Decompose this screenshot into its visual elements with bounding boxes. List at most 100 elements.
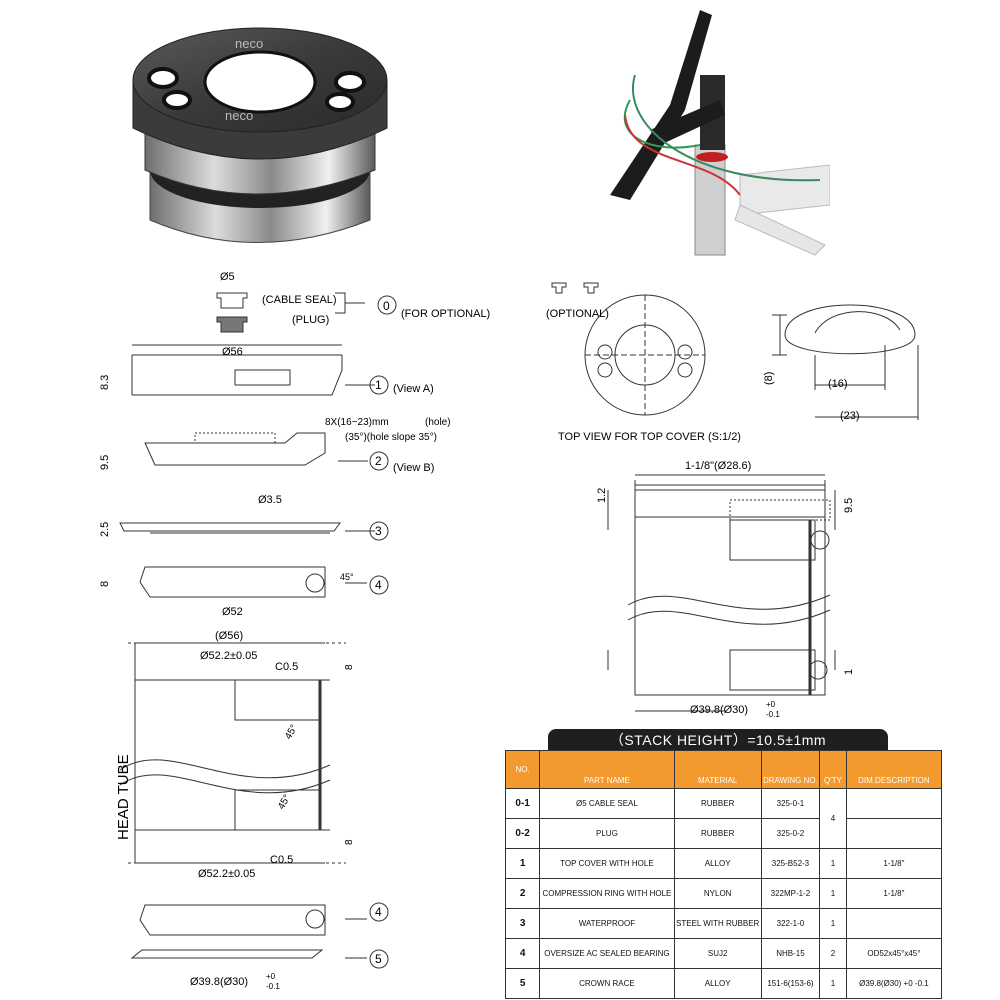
dim-phi52-2-bottom: Ø52.2±0.05 [198, 868, 255, 880]
row-dim: OD52x45°x45° [845, 938, 943, 969]
row-qty: 4 [819, 788, 847, 849]
row-no: 1 [504, 848, 541, 879]
for-optional-label: (FOR OPTIONAL) [401, 308, 490, 320]
row-material: RUBBER [673, 818, 762, 849]
row-part: TOP COVER WITH HOLE [539, 848, 675, 879]
row-part: CROWN RACE [539, 968, 675, 999]
dim-phi52-2-top: Ø52.2±0.05 [200, 650, 257, 662]
dim-phi3-5: Ø3.5 [258, 494, 282, 506]
dim-8-3: 8.3 [99, 375, 111, 390]
angle-45: 45° [340, 572, 354, 582]
table-row: 3 WATERPROOF STEEL WITH RUBBER 322-1-0 1 [504, 908, 943, 939]
dim-phi52: Ø52 [222, 606, 243, 618]
table-row: 0-1 Ø5 CABLE SEAL RUBBER 325-0-1 4 [504, 788, 943, 849]
view-a-label: (View A) [393, 383, 434, 395]
tol-8-top: 8 [344, 664, 355, 670]
tol-minus-0-1: -0.1 [266, 982, 280, 991]
header-drawing-no: DRAWING NO. [760, 750, 821, 789]
row-dim [845, 818, 943, 849]
dim-phi39-8-right: Ø39.8(Ø30) [690, 704, 748, 716]
row-part: PLUG [539, 818, 675, 849]
dim-1-2: 1.2 [596, 488, 608, 503]
table-row: 2 COMPRESSION RING WITH HOLE NYLON 322MP… [504, 878, 943, 909]
row-drawing: 325-0-2 [760, 818, 821, 849]
logo-text: neco [235, 36, 263, 51]
top-view-drawing: (OPTIONAL) TOP VIEW FOR TOP COVER (S:1/2… [546, 282, 919, 443]
table-row: 4 OVERSIZE AC SEALED BEARING SUJ2 NHB-15… [504, 938, 943, 969]
row-qty: 1 [819, 968, 847, 999]
dim-1-1-8: 1-1/8"(Ø28.6) [685, 460, 751, 472]
dim-phi5: Ø5 [220, 271, 235, 283]
row-qty: 1 [819, 848, 847, 879]
dim-16-paren: (16) [828, 378, 848, 390]
top-view-caption: TOP VIEW FOR TOP COVER (S:1/2) [558, 431, 741, 443]
row-dim: 1-1/8" [845, 878, 943, 909]
part-three: 3 [375, 524, 382, 538]
chamfer-bottom: C0.5 [270, 854, 293, 866]
header-material: MATERIAL [673, 750, 762, 789]
row-material: STEEL WITH RUBBER [673, 908, 762, 939]
row-drawing: 325-0-1 [760, 788, 821, 819]
row-drawing: 322MP-1-2 [760, 878, 821, 909]
dim-phi56: Ø56 [222, 346, 243, 358]
hole-label: (hole) [425, 417, 451, 428]
row-drawing: 322-1-0 [760, 908, 821, 939]
table-header-row: NO. PART NAME MATERIAL DRAWING NO. Q'TY … [504, 750, 943, 789]
row-no: 4 [504, 938, 541, 969]
row-drawing: NHB-15 [760, 938, 821, 969]
row-dim [845, 788, 943, 819]
row-part: WATERPROOF [539, 908, 675, 939]
cockpit-photo [610, 10, 830, 256]
chamfer-top: C0.5 [275, 661, 298, 673]
header-qty: Q'TY [819, 750, 847, 789]
row-material: NYLON [673, 878, 762, 909]
table-row: 1 TOP COVER WITH HOLE ALLOY 325-B52-3 1 … [504, 848, 943, 879]
part-zero: 0 [383, 299, 390, 313]
dim-23-paren: (23) [840, 410, 860, 422]
row-dim [845, 908, 943, 939]
row-qty: 1 [819, 908, 847, 939]
part-four: 4 [375, 578, 382, 592]
section-drawing: 1-1/8"(Ø28.6) 1.2 9.5 1 Ø39.8(Ø30) +0 -0… [596, 460, 855, 719]
row-no: 2 [504, 878, 541, 909]
tol-8-bottom: 8 [344, 839, 355, 845]
row-part: COMPRESSION RING WITH HOLE [539, 878, 675, 909]
row-part: Ø5 CABLE SEAL [539, 788, 675, 819]
spec-table: NO. PART NAME MATERIAL DRAWING NO. Q'TY … [504, 750, 943, 999]
row-dim: 1-1/8" [845, 848, 943, 879]
row-no: 0-1 [504, 788, 541, 819]
dim-9-5: 9.5 [99, 455, 111, 470]
stack-height-banner: （STACK HEIGHT）=10.5±1mm [548, 729, 888, 751]
part-two: 2 [375, 454, 382, 468]
part-one: 1 [375, 378, 382, 392]
row-material: RUBBER [673, 788, 762, 819]
tol-minus-0-1-right: -0.1 [766, 710, 780, 719]
dim-phi56-paren: (Ø56) [215, 630, 243, 642]
angle-45-top: 45° [283, 723, 300, 742]
part-four-lower: 4 [375, 905, 382, 919]
logo-text-2: neco [225, 108, 253, 123]
row-qty: 2 [819, 938, 847, 969]
head-tube-label: HEAD TUBE [115, 754, 132, 840]
row-no: 0-2 [504, 818, 541, 849]
tol-plus-0-right: +0 [766, 700, 776, 709]
headset-photo: neco neco [132, 27, 388, 243]
header-part-name: PART NAME [539, 750, 675, 789]
dim-1-right: 1 [843, 669, 855, 675]
slope-spec: (35°)(hole slope 35°) [345, 432, 437, 443]
exploded-drawing: Ø5 (CABLE SEAL) (PLUG) 0 (FOR OPTIONAL) … [99, 271, 490, 991]
dim-8-paren: (8) [763, 372, 775, 385]
table-row: 5 CROWN RACE ALLOY 151-6(153-6) 1 Ø39.8(… [504, 968, 943, 999]
dim-9-5-right: 9.5 [843, 498, 855, 513]
plug-label: (PLUG) [292, 314, 329, 326]
angle-45-bottom: 45° [276, 793, 293, 812]
dim-2-5: 2.5 [99, 522, 111, 537]
row-no: 3 [504, 908, 541, 939]
cable-seal-label: (CABLE SEAL) [262, 294, 337, 306]
hole-spec: 8X(16~23)mm [325, 417, 389, 428]
row-dim: Ø39.8(Ø30) +0 -0.1 [845, 968, 943, 999]
table-row: 0-2 PLUG RUBBER 325-0-2 [504, 818, 943, 849]
dim-phi39-8: Ø39.8(Ø30) [190, 976, 248, 988]
header-no: NO. [504, 750, 541, 789]
row-drawing: 151-6(153-6) [760, 968, 821, 999]
